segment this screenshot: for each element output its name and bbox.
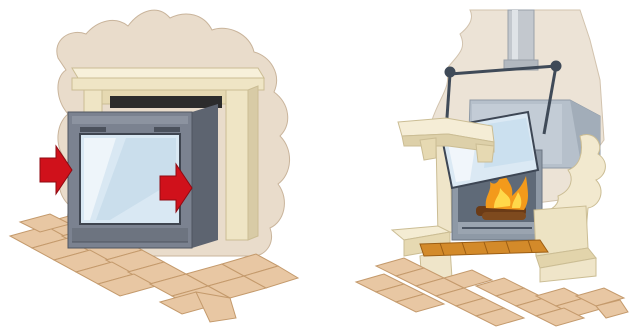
left-panel-insert-fireplace	[10, 10, 298, 322]
chimney-pipe	[504, 10, 538, 70]
right-panel-open-fireplace	[356, 10, 628, 326]
fireplace-insert	[68, 104, 218, 248]
